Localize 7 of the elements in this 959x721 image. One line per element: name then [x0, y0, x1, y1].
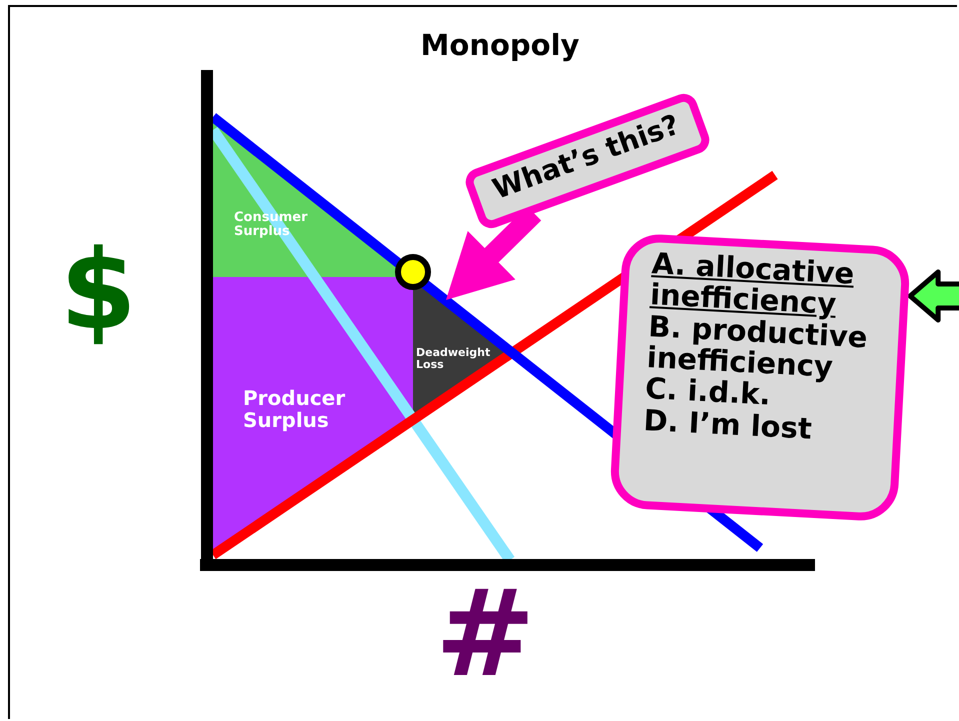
- answer-option: D. I’m lost: [642, 404, 886, 448]
- quantity-axis-label: #: [435, 575, 536, 695]
- chart-title: Monopoly: [420, 28, 580, 62]
- area-label: Deadweight Loss: [416, 347, 492, 372]
- price-axis-label: $: [60, 235, 137, 345]
- arrow: [908, 270, 959, 322]
- area-label: Producer Surplus: [243, 387, 346, 431]
